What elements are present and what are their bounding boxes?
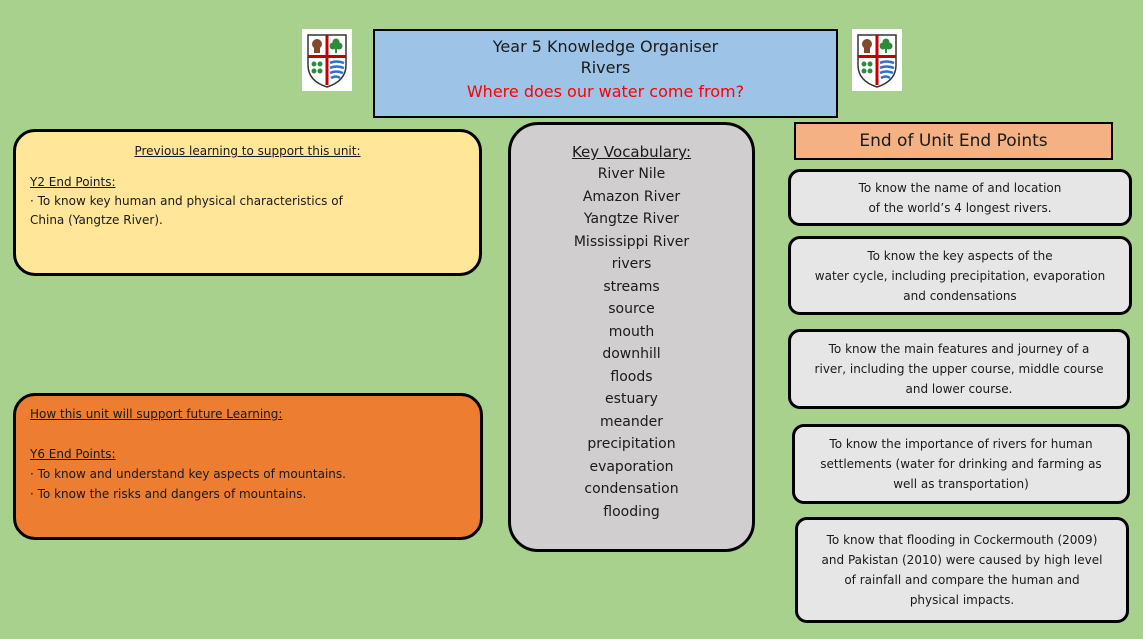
future-learning-panel: How this unit will support future Learni… xyxy=(13,393,483,540)
school-crest-left-icon xyxy=(302,29,352,91)
future-learning-item: · To know the risks and dangers of mount… xyxy=(30,487,307,501)
document-title: Year 5 Knowledge Organiser xyxy=(492,37,719,56)
key-vocabulary-panel: Key Vocabulary: River Nile Amazon River … xyxy=(508,122,755,552)
end-point-text: To know the name of and location of the … xyxy=(858,180,1062,215)
previous-learning-subheading: Y2 End Points: xyxy=(30,175,116,189)
end-point-text: To know the key aspects of the water cyc… xyxy=(814,248,1106,303)
end-point-text: To know the importance of rivers for hum… xyxy=(820,437,1102,491)
vocabulary-word: downhill xyxy=(602,346,661,362)
title-box: Year 5 Knowledge Organiser Rivers Where … xyxy=(373,29,838,118)
vocabulary-word: Mississippi River xyxy=(573,233,690,250)
end-point-card: To know the key aspects of the water cyc… xyxy=(788,236,1132,315)
end-point-card: To know the main features and journey of… xyxy=(788,329,1130,409)
future-learning-heading: How this unit will support future Learni… xyxy=(30,407,283,421)
end-point-card: To know the importance of rivers for hum… xyxy=(792,424,1130,504)
key-question: Where does our water come from? xyxy=(466,82,745,101)
vocabulary-word: rivers xyxy=(611,256,652,272)
school-crest-right-icon xyxy=(852,29,902,91)
vocabulary-word: condensation xyxy=(584,481,679,497)
end-point-card: To know the name of and location of the … xyxy=(788,169,1132,226)
vocabulary-word: floods xyxy=(610,368,653,385)
vocabulary-word: meander xyxy=(600,413,663,430)
future-learning-item: · To know and understand key aspects of … xyxy=(30,467,346,481)
vocabulary-word: Yangtze River xyxy=(583,211,680,227)
vocabulary-word: mouth xyxy=(608,323,655,340)
end-point-text: To know the main features and journey of… xyxy=(814,342,1104,396)
vocabulary-word: precipitation xyxy=(587,436,676,452)
vocabulary-word: flooding xyxy=(603,503,660,520)
previous-learning-item: · To know key human and physical charact… xyxy=(30,194,343,208)
vocabulary-list: River Nile Amazon River Yangtze River Mi… xyxy=(511,163,752,523)
vocabulary-word: estuary xyxy=(605,391,658,407)
previous-learning-panel: Previous learning to support this unit: … xyxy=(13,129,482,276)
future-learning-subheading: Y6 End Points: xyxy=(30,447,116,461)
previous-learning-heading: Previous learning to support this unit: xyxy=(134,144,361,158)
end-point-text: To know that flooding in Cockermouth (20… xyxy=(821,533,1103,607)
key-vocabulary-heading: Key Vocabulary: xyxy=(571,143,692,161)
end-point-card: To know that flooding in Cockermouth (20… xyxy=(795,517,1129,623)
vocabulary-word: Amazon River xyxy=(582,188,681,205)
vocabulary-word: evaporation xyxy=(589,458,674,475)
vocabulary-word: source xyxy=(608,301,655,317)
vocabulary-word: River Nile xyxy=(597,166,666,182)
topic-title: Rivers xyxy=(580,58,631,77)
previous-learning-item: China (Yangtze River). xyxy=(30,213,163,227)
vocabulary-word: streams xyxy=(603,278,660,295)
end-points-heading: End of Unit End Points xyxy=(794,122,1113,160)
